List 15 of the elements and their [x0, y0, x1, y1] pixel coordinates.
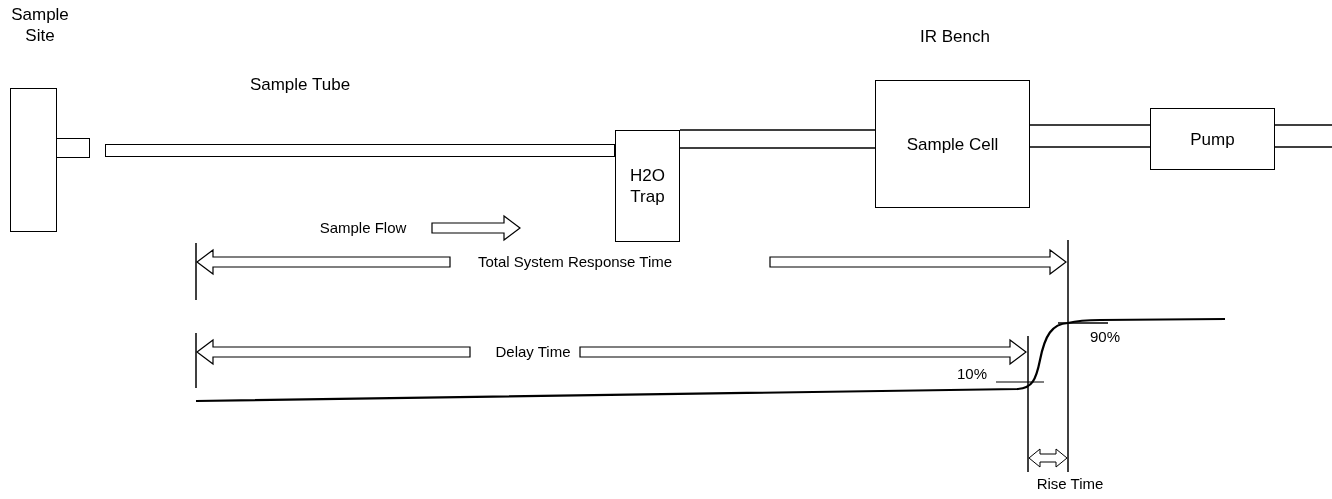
node-heading: Sample Tube: [248, 74, 352, 95]
text-label: Rise Time: [1035, 474, 1105, 493]
node-heading: Sample Site: [10, 4, 70, 46]
text-label: Delay Time: [494, 342, 572, 361]
text-label: 10%: [956, 364, 988, 383]
tube-connector: [1029, 124, 1151, 148]
tube-connector: [1274, 124, 1332, 148]
text-label: Total System Response Time: [476, 252, 674, 271]
text-label: Sample Flow: [318, 218, 408, 237]
node-label: H2O Trap: [629, 165, 666, 207]
tube-connector: [679, 129, 876, 149]
text-label: 90%: [1089, 327, 1121, 346]
node-label: Pump: [1189, 128, 1236, 150]
node-label: Sample Cell: [905, 133, 1000, 155]
node-heading: IR Bench: [919, 26, 991, 47]
